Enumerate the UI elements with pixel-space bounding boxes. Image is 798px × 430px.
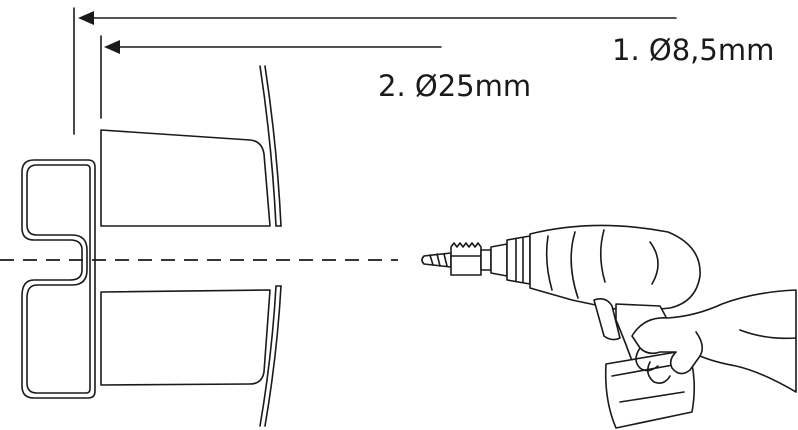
wall-bracket-icon xyxy=(21,159,96,399)
wall-block-lower xyxy=(100,289,271,386)
hand-icon xyxy=(631,289,797,393)
dimension-label-1: 1. Ø8,5mm xyxy=(612,33,774,67)
wall-block-upper xyxy=(100,129,271,227)
wall-section-lines xyxy=(259,65,282,427)
dimension-label-2: 2. Ø25mm xyxy=(378,69,531,103)
dimension-arrow-2 xyxy=(100,35,442,119)
dimension-arrow-1 xyxy=(73,7,677,135)
power-drill-with-hole-saw-icon xyxy=(421,224,701,429)
